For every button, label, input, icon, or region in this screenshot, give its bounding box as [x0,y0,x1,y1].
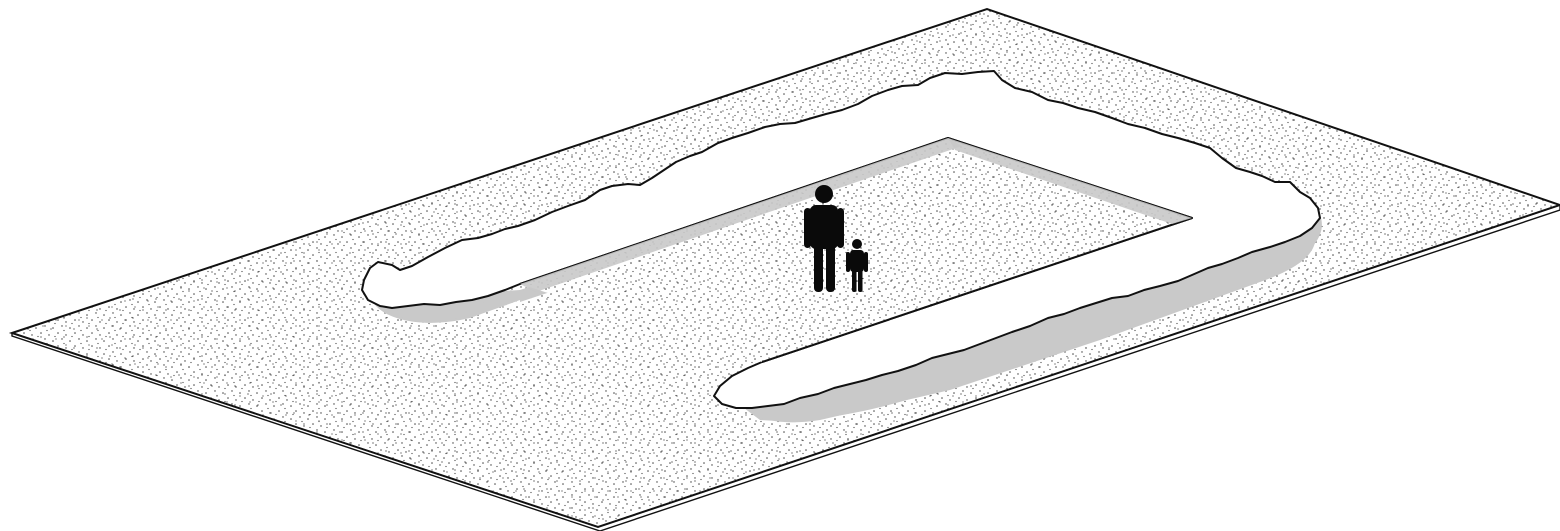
isometric-trench-diagram [0,0,1560,531]
